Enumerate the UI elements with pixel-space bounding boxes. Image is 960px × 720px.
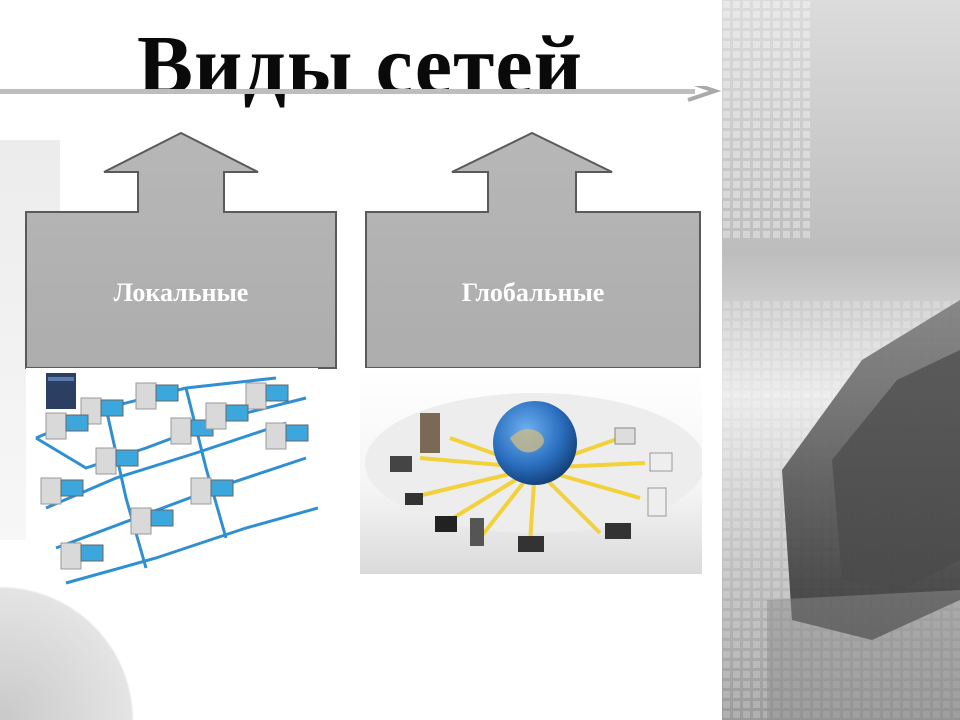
diagram-boxes: Локальные Глобальные xyxy=(25,131,701,369)
arrow-up-icon xyxy=(25,131,337,369)
wan-illustration xyxy=(360,368,702,574)
lan-illustration xyxy=(26,368,318,586)
local-networks-label: Локальные xyxy=(114,278,249,307)
local-networks-box: Локальные xyxy=(25,131,337,369)
arrow-right-icon xyxy=(0,86,722,102)
globe-network-icon xyxy=(365,393,702,552)
arrow-up-icon xyxy=(365,131,701,369)
global-networks-label: Глобальные xyxy=(462,278,605,307)
global-networks-box: Глобальные xyxy=(365,131,701,369)
slide-title: Виды сетей xyxy=(136,19,584,112)
background-corner xyxy=(0,560,150,720)
background-pattern xyxy=(722,0,960,720)
background-panel-right xyxy=(722,0,960,720)
computer-network-icon xyxy=(35,373,318,585)
